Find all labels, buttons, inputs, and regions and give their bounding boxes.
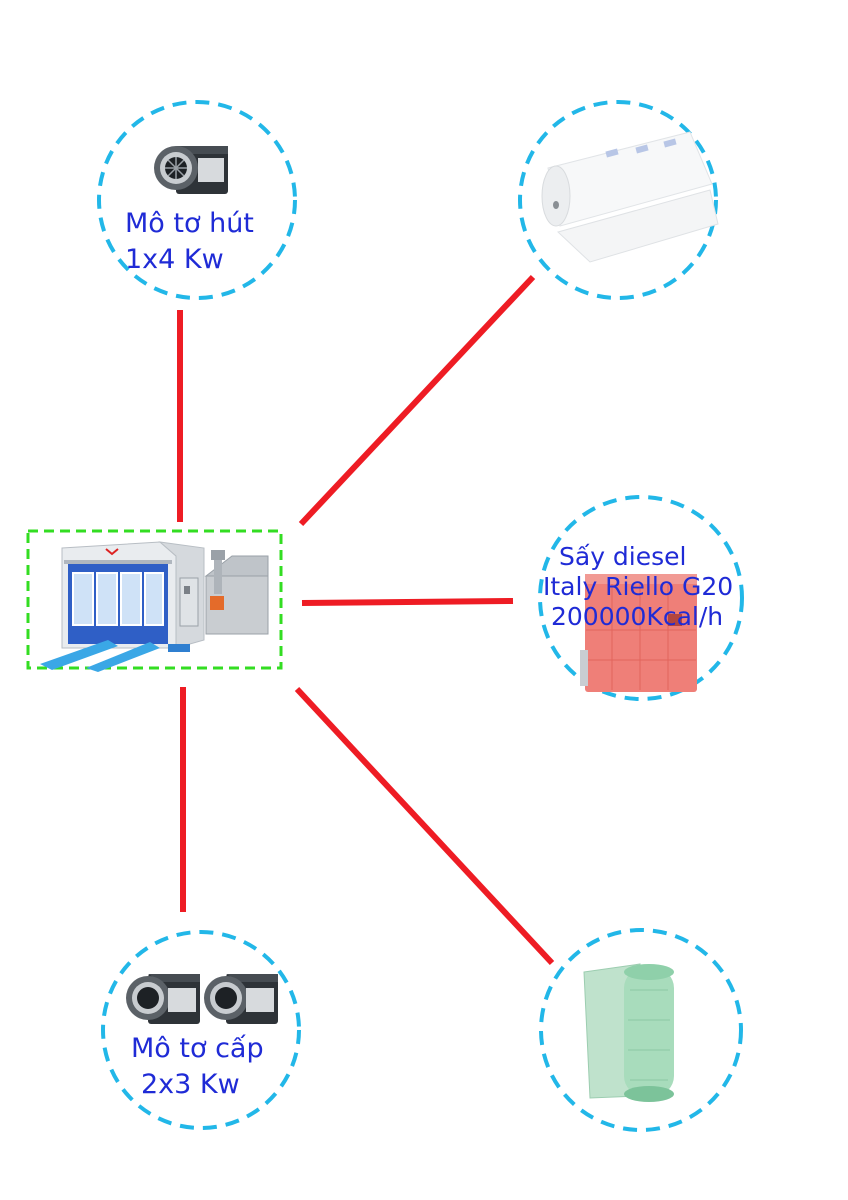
node-ring	[518, 100, 718, 300]
node-ceiling-filter	[518, 100, 719, 300]
blower-fan-icon	[154, 146, 228, 194]
node-ring	[101, 930, 301, 1130]
center-node-paint-booth	[26, 529, 283, 672]
paint-booth-icon	[40, 541, 269, 672]
blower-fan-icon	[204, 974, 278, 1024]
node-exhaust-motor: Mô tơ hút 1x4 Kw	[97, 100, 297, 300]
node-floor-filter	[539, 928, 743, 1132]
diesel-burner-icon	[580, 574, 697, 692]
node-ring	[538, 495, 744, 701]
connector-ceiling-filter	[298, 274, 536, 527]
center-frame	[26, 529, 283, 670]
supply-motor-label-line2: 2x3 Kw	[141, 1069, 240, 1100]
node-ring	[539, 928, 743, 1132]
node-supply-motor: Mô tơ cấp 2x3 Kw	[101, 930, 301, 1130]
supply-motor-label-line1: Mô tơ cấp	[131, 1033, 264, 1064]
blower-fan-icon	[126, 974, 200, 1024]
node-burner: Sấy diesel Italy Riello G20 200000Kcal/h	[538, 495, 744, 701]
node-ring	[97, 100, 297, 300]
exhaust-motor-label-line1: Mô tơ hút	[125, 208, 254, 239]
connector-burner	[301, 598, 514, 606]
connector-floor-filter	[294, 686, 555, 966]
burner-label-line1: Sấy diesel	[559, 542, 686, 571]
exhaust-motor-label-line2: 1x4 Kw	[125, 244, 224, 275]
ceiling-filter-roll-icon	[541, 131, 719, 263]
burner-label-line3: 200000Kcal/h	[551, 602, 723, 631]
burner-label-line2: Italy Riello G20	[543, 572, 733, 601]
floor-filter-roll-icon	[583, 963, 674, 1102]
